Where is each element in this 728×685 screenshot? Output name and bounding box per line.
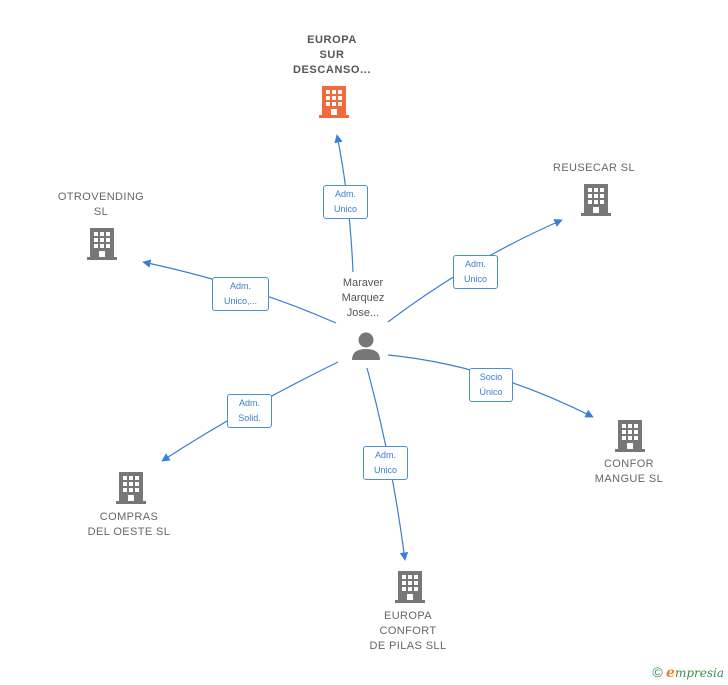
edge-badge-europa-sur: Adm. Unico [323,185,368,219]
person-node[interactable]: Maraver Marquez Jose... [318,276,408,321]
company-node-otrovending[interactable]: OTROVENDING SL [40,190,162,220]
building-icon[interactable] [581,184,611,216]
company-node-europa-confort[interactable]: EUROPA CONFORT DE PILAS SLL [346,609,470,654]
edge-badge-reusecar: Adm. Unico [453,255,498,289]
brand-footer[interactable]: © empresia [652,664,724,681]
copyright-symbol: © [652,664,663,680]
building-icon[interactable] [615,420,645,452]
building-icon[interactable] [87,228,117,260]
edge-badge-europa-confort: Adm. Unico [363,446,408,480]
building-icon[interactable] [395,571,425,603]
company-node-europa-sur[interactable]: EUROPA SUR DESCANSO... [270,33,394,78]
company-label[interactable]: EUROPA CONFORT DE PILAS SLL [369,610,447,652]
brand-name: mpresia [674,666,724,680]
building-icon[interactable] [116,472,146,504]
company-label[interactable]: COMPRAS DEL OESTE SL [87,511,171,538]
person-icon[interactable] [352,332,380,361]
company-label[interactable]: CONFOR MANGUE SL [594,458,664,485]
person-label[interactable]: Maraver Marquez Jose... [341,277,385,319]
building-icon[interactable] [319,84,349,118]
company-node-reusecar[interactable]: REUSECAR SL [533,161,655,176]
edge-badge-otrovending: Adm. Unico,... [212,277,269,311]
edge-badge-compras: Adm. Solid. [227,394,272,428]
company-label[interactable]: OTROVENDING SL [57,191,145,218]
brand-initial: e [666,665,675,681]
company-label[interactable]: REUSECAR SL [552,162,636,174]
company-node-compras[interactable]: COMPRAS DEL OESTE SL [66,510,192,540]
brand-logo[interactable]: empresia [666,665,724,681]
company-node-confor[interactable]: CONFOR MANGUE SL [568,457,690,487]
company-label[interactable]: EUROPA SUR DESCANSO... [292,34,372,76]
edge-badge-confor: Socio Único [469,368,513,402]
